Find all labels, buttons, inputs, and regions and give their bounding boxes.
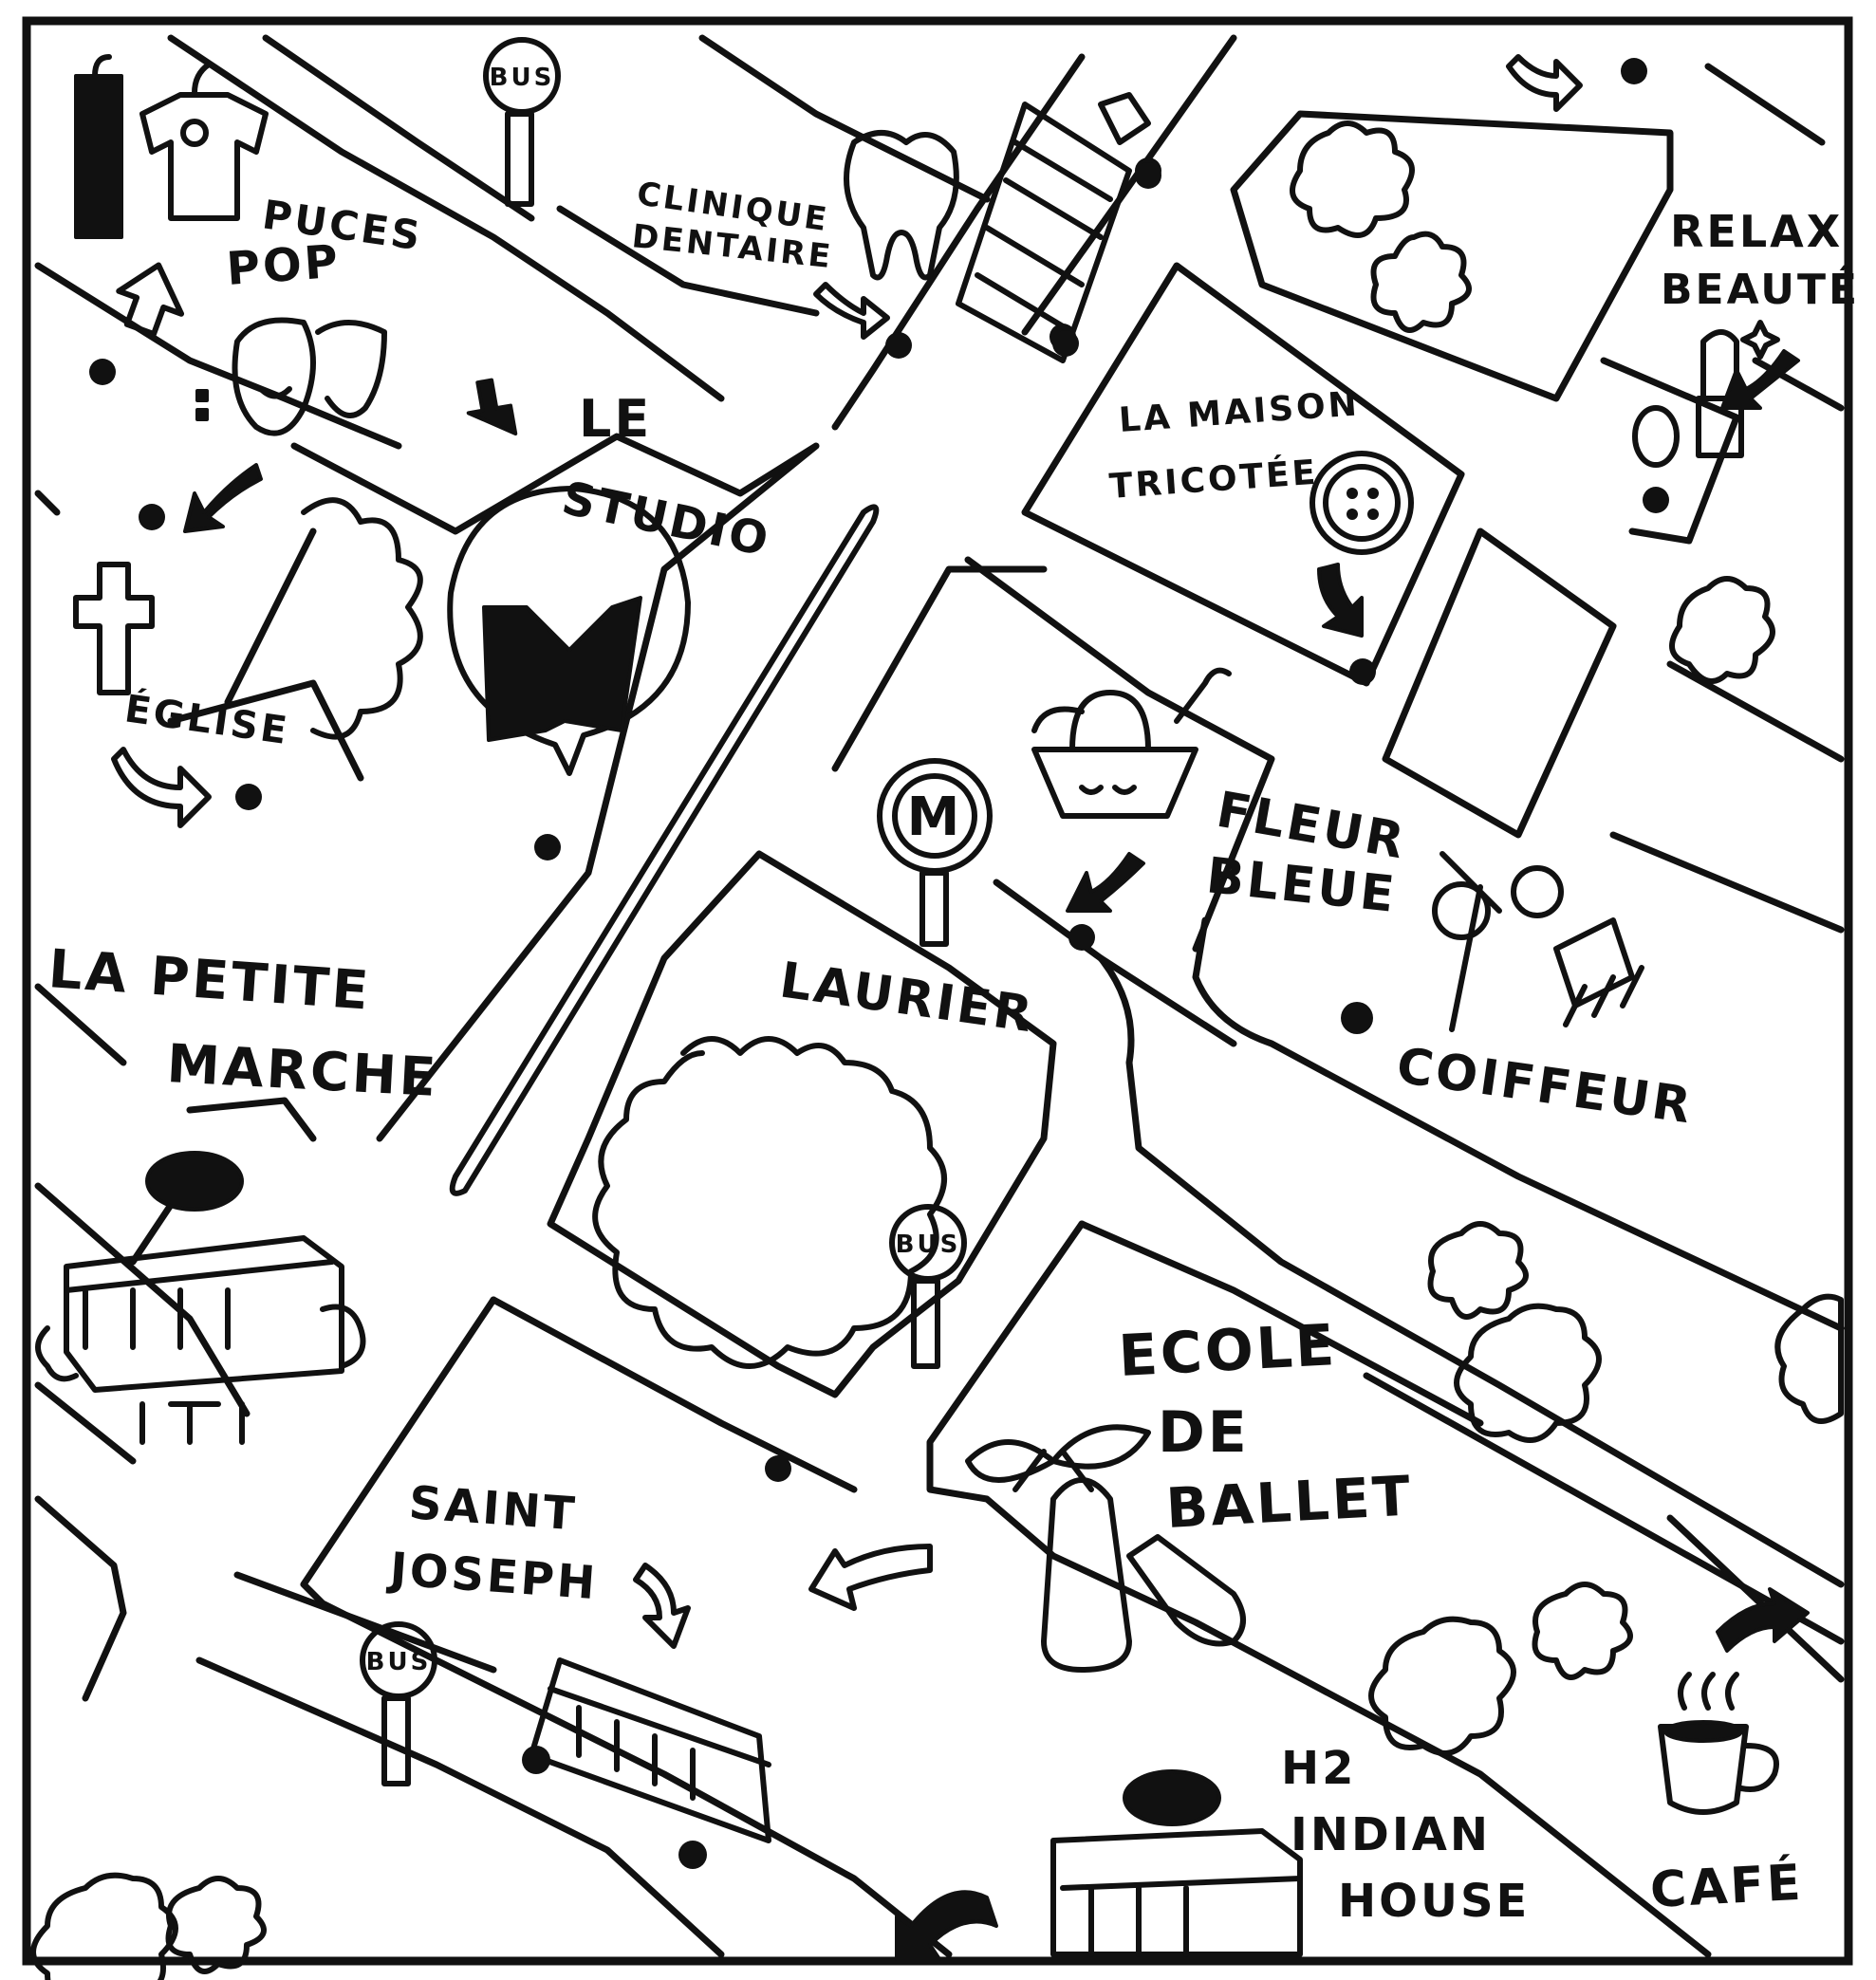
shop-icon <box>1050 1769 1303 1957</box>
arrow-icon <box>895 1890 998 1961</box>
metro-logo-icon <box>447 486 691 776</box>
label-ecole-line2: DE <box>1158 1399 1250 1466</box>
tree-icon <box>1368 1616 1516 1756</box>
tree-icon <box>1370 231 1472 333</box>
arrow-icon <box>1720 349 1800 410</box>
bus-sign-text: BUS <box>366 1648 432 1676</box>
stop-dot <box>1643 487 1669 513</box>
tree-icon <box>301 497 423 740</box>
tree-icon <box>165 1876 267 1974</box>
place-labels: PUCES POP CLINIQUE DENTAIRE LE STUDIO ÉG… <box>46 175 1860 1928</box>
lipstick-icon <box>1632 320 1780 468</box>
tree-icon <box>1669 576 1775 684</box>
label-h2-line1: H2 <box>1281 1742 1357 1795</box>
metro-sign: M <box>877 758 993 947</box>
shop-icon <box>35 1151 366 1445</box>
label-maison-line2: TRICOTÉE <box>1108 453 1320 507</box>
label-petite-line1: LA PETITE <box>46 938 373 1023</box>
stop-dot <box>235 784 262 810</box>
label-ecole-line1: ECOLE <box>1117 1312 1339 1390</box>
stop-dot <box>139 504 165 530</box>
label-ecole-line3: BALLET <box>1164 1463 1414 1541</box>
label-cafe: CAFÉ <box>1648 1854 1804 1919</box>
stop-dot <box>1341 1002 1373 1034</box>
tree-icon <box>592 1036 947 1369</box>
arrow-icon <box>1066 852 1145 913</box>
bus-vehicle-icon <box>522 1657 771 1869</box>
tree-icon <box>30 1872 178 1980</box>
arrow-icon <box>633 1563 691 1649</box>
trees <box>30 120 1844 1980</box>
stop-dot <box>534 834 561 860</box>
tree-icon <box>1532 1582 1633 1680</box>
arrow-icon <box>1506 54 1583 112</box>
bus-stop-sign: BUS <box>360 1621 437 1786</box>
ballet-shoe-icon <box>965 1424 1246 1673</box>
arrow-icon <box>808 1544 933 1611</box>
label-relax-line2: BEAUTÉ <box>1661 264 1860 314</box>
arrow-icon <box>111 747 212 828</box>
bus-sign-text: BUS <box>490 64 555 92</box>
label-maison-line1: LA MAISON <box>1118 384 1361 440</box>
tree-icon <box>1290 120 1415 238</box>
label-saint-line2: JOSEPH <box>385 1543 600 1610</box>
bus-vehicle-icon <box>956 92 1161 363</box>
label-puces-line2: POP <box>225 235 343 296</box>
basket-icon <box>1031 667 1232 819</box>
tree-icon <box>1427 1221 1529 1320</box>
stop-dot <box>1621 58 1647 84</box>
tree-icon <box>1774 1293 1844 1424</box>
stop-dot <box>765 1455 791 1482</box>
clothes-icon <box>74 54 269 239</box>
bus-stop-sign: BUS <box>889 1204 967 1369</box>
arrow-icon <box>183 463 263 533</box>
label-saint-line1: SAINT <box>407 1476 579 1541</box>
stop-dot <box>1068 924 1095 951</box>
bus-sign-text: BUS <box>896 1231 961 1259</box>
bus-stop-sign: BUS <box>483 37 561 207</box>
arrow-icon <box>1317 563 1364 638</box>
button-icon <box>1309 451 1414 555</box>
label-laurier: LAURIER <box>776 952 1038 1044</box>
label-coiffeur: COIFFEUR <box>1393 1037 1697 1135</box>
label-le-studio-line1: LE <box>579 389 652 449</box>
label-petite-line2: MARCHE <box>165 1033 439 1109</box>
metro-sign-text: M <box>907 786 963 848</box>
stop-dot <box>89 359 116 385</box>
scissors-comb-icon <box>1432 851 1644 1032</box>
tooth-icon <box>844 130 959 281</box>
arrows <box>111 54 1810 1961</box>
tree-icon <box>1454 1303 1602 1443</box>
arrow-icon <box>116 262 185 338</box>
coffee-cup-icon <box>1658 1672 1779 1815</box>
arrow-icon <box>1716 1587 1810 1653</box>
stop-dot <box>1349 658 1376 685</box>
label-h2-line2: INDIAN <box>1291 1808 1491 1861</box>
label-relax-line1: RELAX <box>1670 206 1843 257</box>
arrow-icon <box>466 378 518 436</box>
stop-dot <box>885 332 912 359</box>
theater-masks-icon <box>195 317 387 436</box>
label-h2-line3: HOUSE <box>1338 1875 1530 1928</box>
cross-icon <box>73 562 155 695</box>
label-le-studio-line2: STUDIO <box>558 472 776 567</box>
arrow-icon <box>813 282 890 340</box>
